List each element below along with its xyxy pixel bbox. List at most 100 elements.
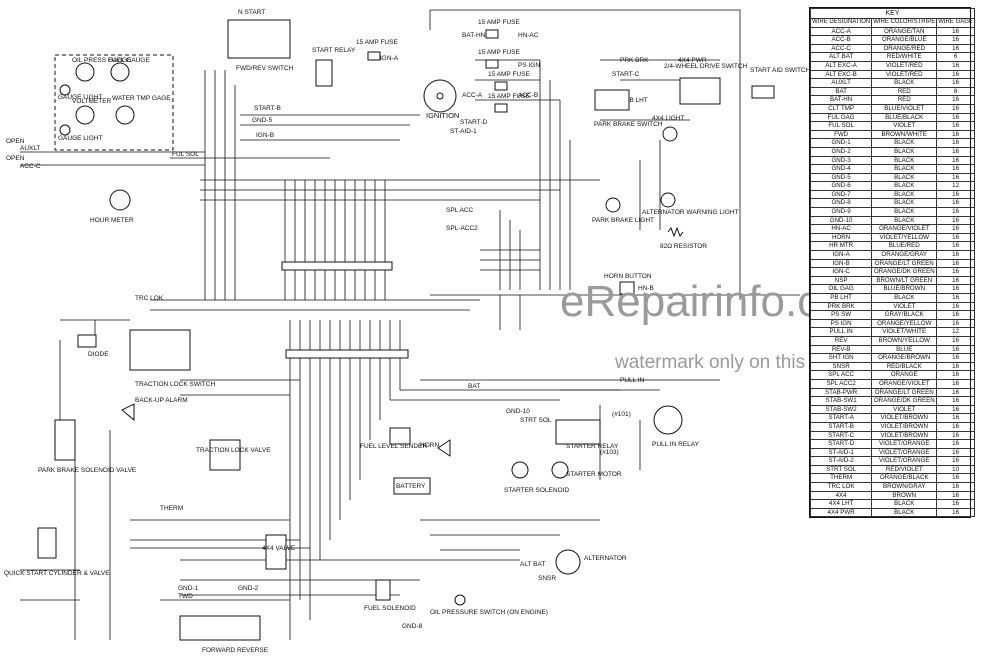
key-cell-designation: 4X4 [809, 490, 873, 501]
4x4-valve: 4X4 VALVE [262, 534, 296, 570]
hour-meter: HOUR METER [90, 189, 134, 224]
key-cell-designation: IGN-A [809, 250, 873, 260]
key-cell-gage: 16 [936, 129, 975, 140]
svg-text:PARK BRAKE SWITCH: PARK BRAKE SWITCH [594, 121, 663, 128]
key-cell-gage: 16 [936, 250, 975, 260]
key-cell-color: ORANGE/VIOLET [871, 378, 938, 389]
key-cell-designation: STAB-SW2 [809, 404, 873, 415]
key-cell-color: ORANGE/GRAY [871, 250, 938, 260]
key-cell-gage: 16 [936, 146, 975, 157]
key-cell-gage: 16 [936, 430, 975, 441]
park-brake-switch: PARK BRAKE SWITCH [594, 89, 663, 128]
key-cell-designation: GND-9 [809, 207, 873, 217]
svg-text:ALTERNATOR WARNING LIGHT: ALTERNATOR WARNING LIGHT [642, 209, 739, 216]
key-cell-designation: 4X4 LHT [809, 499, 873, 509]
key-cell-designation: REV [809, 335, 873, 346]
key-cell-gage: 16 [936, 224, 975, 234]
key-cell-color: BLACK [871, 172, 938, 183]
key-cell-gage: 16 [936, 258, 975, 269]
svg-text:START AID SWITCH: START AID SWITCH [750, 67, 811, 74]
key-cell-gage: 16 [936, 26, 975, 37]
key-cell-gage: 16 [936, 284, 975, 294]
svg-text:FUEL GAUGE: FUEL GAUGE [108, 57, 150, 64]
wire-label-prk-brk: PRK BRK [620, 57, 649, 64]
svg-text:TRACTION LOCK SWITCH: TRACTION LOCK SWITCH [135, 381, 215, 388]
wire-label-bat: BAT [468, 383, 480, 390]
key-cell-designation: GND-10 [809, 215, 873, 226]
fuse-15a-c: 15 AMP FUSE [478, 49, 520, 69]
key-cell-color: ORANGE/LT GREEN [871, 258, 938, 269]
key-cell-designation: START-B [809, 421, 873, 432]
water-temp-gauge: WATER TMP GAGE [112, 95, 171, 125]
key-cell-color: VIOLET/ORANGE [871, 439, 938, 449]
key-header-designation: WIRE DESIGNATION [809, 18, 873, 28]
wire-label-gnd-10: GND-10 [506, 408, 530, 415]
key-cell-designation: REV-B [809, 344, 873, 355]
key-cell-color: VIOLET [871, 301, 938, 312]
diode-1: DIODE [77, 334, 109, 358]
wire-label-spl-acc: SPL ACC [446, 207, 474, 214]
key-cell-color: BROWN [871, 490, 938, 501]
start-aid-switch: START AID SWITCH [750, 67, 811, 99]
starter-relay: STARTER RELAY [555, 419, 619, 450]
key-cell-designation: THERM [809, 473, 873, 484]
key-cell-gage: 16 [936, 421, 975, 432]
key-cell-color: BLUE/BLACK [871, 112, 938, 123]
connector-block-lower [285, 349, 409, 359]
key-cell-color: BLUE [871, 344, 938, 355]
wire-label-acc-c: ACC-C [20, 163, 41, 170]
svg-text:GAUGE LIGHT: GAUGE LIGHT [58, 135, 102, 142]
key-cell-color: BLACK [871, 155, 938, 166]
key-cell-gage: 10 [936, 464, 975, 475]
park-brake-solenoid-valve: PARK BRAKE SOLENOID VALVE [38, 419, 137, 474]
fuel-gauge: FUEL GAUGE [108, 57, 150, 82]
pull-in-relay: PULL IN RELAY [652, 405, 700, 448]
svg-text:PARK BRAKE LIGHT: PARK BRAKE LIGHT [592, 217, 654, 224]
key-cell-gage: 16 [936, 361, 975, 372]
key-cell-gage: 8 [936, 86, 975, 97]
svg-text:15 AMP FUSE: 15 AMP FUSE [478, 49, 520, 56]
key-cell-gage: 16 [936, 172, 975, 183]
watermark-note: watermark only on this sample [614, 352, 872, 373]
key-cell-color: RED [871, 86, 938, 97]
key-cell-designation: CLT TMP [809, 103, 873, 114]
key-cell-color: BLUE/BROWN [871, 284, 938, 294]
svg-text:HOUR METER: HOUR METER [90, 217, 134, 224]
svg-text:VOLTMETER: VOLTMETER [72, 98, 112, 105]
svg-text:HORN BUTTON: HORN BUTTON [604, 273, 652, 280]
gauge-light-2: GAUGE LIGHT [58, 124, 102, 142]
key-cell-gage: 16 [936, 232, 975, 243]
svg-text:FORWARD REVERSE: FORWARD REVERSE [202, 647, 269, 654]
key-cell-designation: ST-AID-2 [809, 456, 873, 466]
wire-label-auxlt: AUXLT [20, 145, 40, 152]
key-cell-designation: PS SW [809, 310, 873, 320]
key-cell-gage: 16 [936, 318, 975, 329]
key-header-color: WIRE COLOR/STRIPE [871, 18, 938, 28]
key-cell-designation: FWD [809, 129, 873, 140]
wire-label-hn-ac: HN-AC [518, 32, 539, 39]
4x4-light: 4X4 LIGHT [652, 115, 685, 142]
wire-label-ful-sol: FUL SOL [172, 151, 199, 158]
gauge-light-1: GAUGE LIGHT [58, 84, 102, 101]
key-cell-gage: 16 [936, 439, 975, 449]
key-cell-gage: 12 [936, 327, 975, 337]
key-cell-gage: 16 [936, 155, 975, 166]
key-cell-designation: GND-2 [809, 146, 873, 157]
